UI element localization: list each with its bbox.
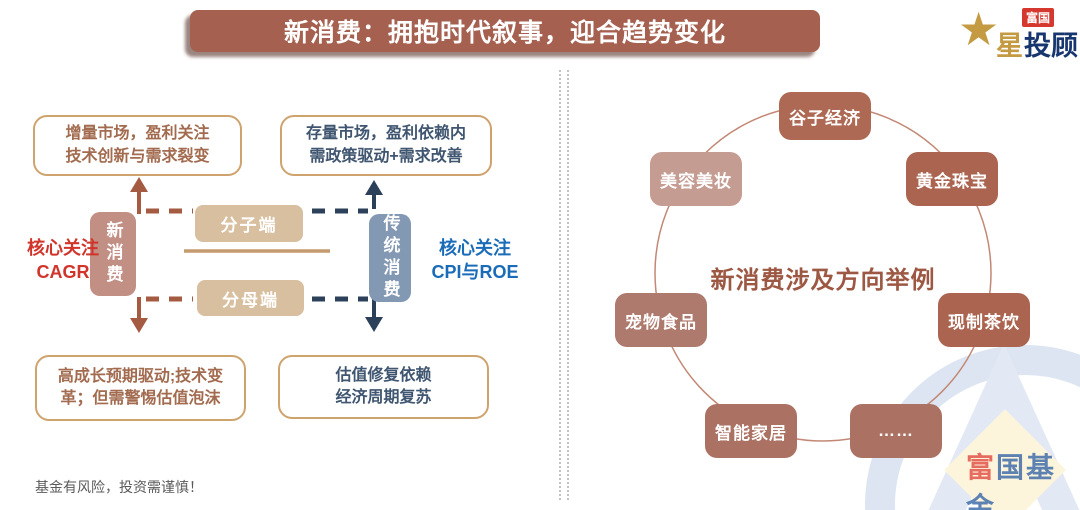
- watermark-text: 富国基金: [966, 446, 1080, 510]
- bubble-pet-food: 宠物食品: [615, 293, 707, 347]
- traditional-consumption-pill: 传统消费: [369, 214, 411, 302]
- star-icon: ★: [958, 2, 1000, 56]
- box-increment-market: 增量市场，盈利关注 技术创新与需求裂变: [33, 115, 242, 176]
- callout-cagr: 核心关注 CAGR: [20, 236, 106, 285]
- box-line: 存量市场，盈利依赖内: [305, 125, 466, 143]
- navy-arrow-down-icon: [365, 317, 383, 332]
- box-high-growth: 高成长预期驱动;技术变 革；但需警惕估值泡沫: [35, 355, 246, 421]
- watermark-text-blue: 国基金: [966, 452, 1057, 510]
- bubble-gold-jewelry: 黄金珠宝: [906, 152, 998, 206]
- brand-badge: 富国: [1022, 8, 1055, 27]
- callout-cpi-roe: 核心关注 CPI与ROE: [422, 236, 528, 285]
- denominator-box: 分母端: [197, 280, 304, 316]
- box-line: 经济周期复苏: [335, 389, 432, 406]
- bubble-smart-home: 智能家居: [705, 404, 797, 458]
- box-valuation-repair: 估值修复依赖 经济周期复苏: [278, 355, 489, 419]
- brand-star-char: 星: [996, 31, 1023, 61]
- new-consumption-pill: 新消费: [90, 212, 136, 296]
- red-arrow-up-icon: [130, 177, 148, 192]
- page-title: 新消费：拥抱时代叙事，迎合趋势变化: [190, 10, 820, 52]
- box-stock-market: 存量市场，盈利依赖内 需政策驱动+需求改善: [280, 115, 492, 176]
- watermark-text-red: 富: [966, 452, 997, 483]
- brand-suffix: 投顾: [1024, 31, 1078, 61]
- red-arrow-down-icon: [130, 318, 148, 333]
- numerator-box: 分子端: [195, 205, 303, 242]
- callout-line: 核心关注: [27, 238, 99, 258]
- bubble-ellipsis: ……: [850, 404, 942, 458]
- box-line: 估值修复依赖: [335, 366, 432, 384]
- bubble-guzi-economy: 谷子经济: [779, 92, 871, 140]
- bubble-beauty-makeup: 美容美妆: [650, 152, 742, 206]
- section-divider: [559, 70, 569, 500]
- callout-line: 核心关注: [439, 238, 511, 258]
- box-line: 高成长预期驱动;技术变: [57, 367, 224, 385]
- box-line: 增量市场，盈利关注: [65, 125, 210, 143]
- navy-arrow-up-icon: [365, 180, 383, 195]
- callout-line: CPI与ROE: [431, 262, 519, 283]
- box-line: 需政策驱动+需求改善: [309, 147, 463, 165]
- brand-logo: ★ 富国 星 投顾: [952, 4, 1078, 64]
- circle-center-title: 新消费涉及方向举例: [710, 267, 936, 294]
- box-line: 技术创新与需求裂变: [65, 147, 210, 165]
- box-line: 革；但需警惕估值泡沫: [60, 390, 221, 407]
- footer-disclaimer: 基金有风险，投资需谨慎！: [35, 479, 203, 495]
- callout-line: CAGR: [36, 262, 90, 283]
- bubble-fresh-tea: 现制茶饮: [938, 293, 1030, 347]
